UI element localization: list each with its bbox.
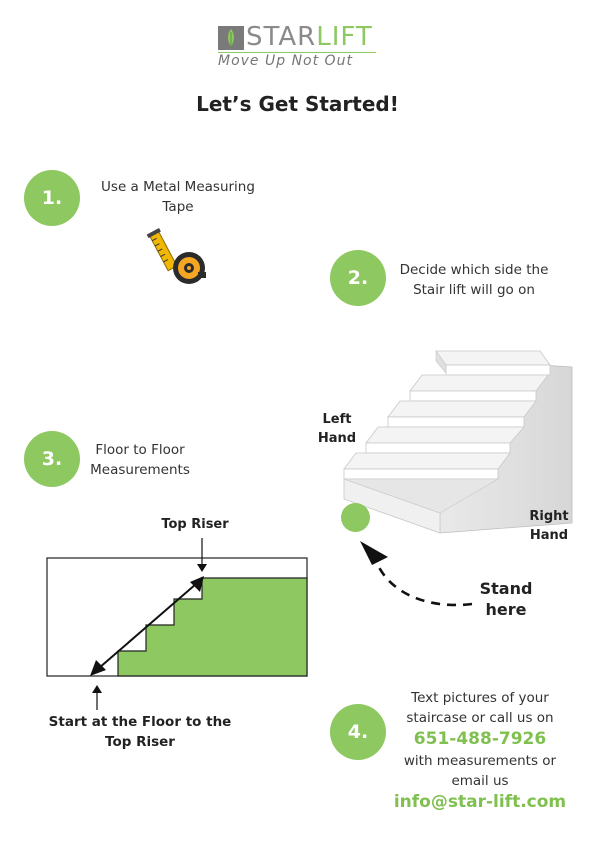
phone-number[interactable]: 651-488-7926 bbox=[413, 729, 547, 749]
step-4-badge: 4. bbox=[330, 704, 386, 760]
step-4-number: 4. bbox=[347, 721, 369, 743]
step-4-text: Text pictures of your staircase or call … bbox=[382, 688, 578, 814]
right-hand-line-1: Right bbox=[529, 509, 569, 524]
dashed-arrow-icon bbox=[360, 541, 473, 607]
logo-tagline: Move Up Not Out bbox=[218, 53, 353, 69]
step-4-line-3: with measurements or bbox=[403, 753, 557, 769]
left-hand-line-2: Hand bbox=[317, 431, 357, 446]
step-2-number: 2. bbox=[347, 267, 369, 289]
step-1-line-2: Tape bbox=[162, 199, 194, 215]
start-arrow-icon bbox=[92, 685, 102, 710]
step-1-line-1: Use a Metal Measuring bbox=[101, 179, 255, 195]
stand-here-label: Stand here bbox=[470, 578, 542, 620]
start-floor-line-1: Start at the Floor to the bbox=[48, 714, 232, 730]
page-title: Let’s Get Started! bbox=[196, 92, 399, 116]
step-2-text: Decide which side the Stair lift will go… bbox=[385, 260, 563, 300]
left-hand-line-1: Left bbox=[322, 412, 352, 427]
top-riser-label: Top Riser bbox=[161, 517, 229, 532]
right-hand-line-2: Hand bbox=[529, 528, 569, 543]
step-4-line-1: Text pictures of your bbox=[411, 690, 549, 706]
staircase-illustration bbox=[343, 350, 573, 534]
measurement-diagram bbox=[46, 538, 308, 677]
step-1-text: Use a Metal Measuring Tape bbox=[80, 177, 276, 217]
step-1-number: 1. bbox=[41, 187, 63, 209]
step-2-line-1: Decide which side the bbox=[399, 262, 549, 278]
step-1-badge: 1. bbox=[24, 170, 80, 226]
logo: STARLIFT Move Up Not Out bbox=[218, 23, 378, 72]
left-hand-label: Left Hand bbox=[312, 410, 362, 448]
step-4-line-4: email us bbox=[451, 773, 509, 789]
step-3-line-2: Measurements bbox=[90, 462, 190, 478]
logo-brand-lift: LIFT bbox=[316, 22, 373, 52]
stand-position-marker bbox=[341, 503, 370, 532]
step-3-text: Floor to Floor Measurements bbox=[80, 440, 200, 480]
start-floor-label: Start at the Floor to the Top Riser bbox=[30, 712, 250, 752]
logo-brand-star: STAR bbox=[246, 22, 317, 52]
step-2-line-2: Stair lift will go on bbox=[413, 282, 535, 298]
email-link[interactable]: info@star-lift.com bbox=[393, 792, 567, 812]
step-3-line-1: Floor to Floor bbox=[95, 442, 185, 458]
step-3-badge: 3. bbox=[24, 431, 80, 487]
stand-here-line-1: Stand bbox=[479, 579, 533, 598]
step-4-line-2: staircase or call us on bbox=[406, 710, 554, 726]
step-3-number: 3. bbox=[41, 448, 63, 470]
start-floor-line-2: Top Riser bbox=[105, 734, 175, 750]
tape-measure-icon bbox=[146, 227, 206, 284]
logo-mark-icon bbox=[218, 26, 244, 50]
right-hand-label: Right Hand bbox=[522, 507, 576, 545]
stand-here-line-2: here bbox=[485, 600, 527, 619]
step-2-badge: 2. bbox=[330, 250, 386, 306]
